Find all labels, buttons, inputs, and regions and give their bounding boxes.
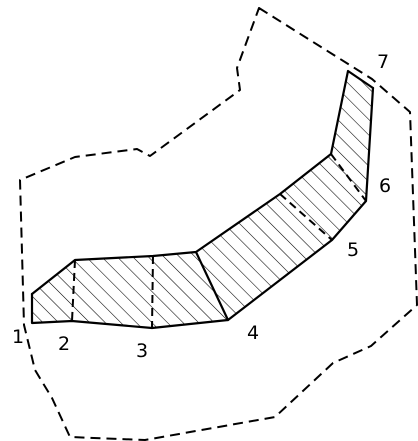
section-divider-6	[330, 153, 367, 202]
section-divider-5	[279, 193, 333, 241]
point-label-2: 2	[58, 333, 70, 355]
point-label-1: 1	[12, 326, 24, 348]
point-label-4: 4	[247, 322, 259, 344]
section-divider-2	[71, 259, 76, 322]
section-divider-4	[194, 250, 230, 322]
band-lower-edge	[30, 86, 375, 330]
outer-boundary	[19, 7, 418, 441]
point-label-6: 6	[379, 175, 391, 197]
band-upper-edge	[30, 69, 375, 296]
point-label-3: 3	[136, 340, 148, 362]
point-label-5: 5	[347, 239, 359, 261]
point-label-7: 7	[377, 51, 389, 73]
